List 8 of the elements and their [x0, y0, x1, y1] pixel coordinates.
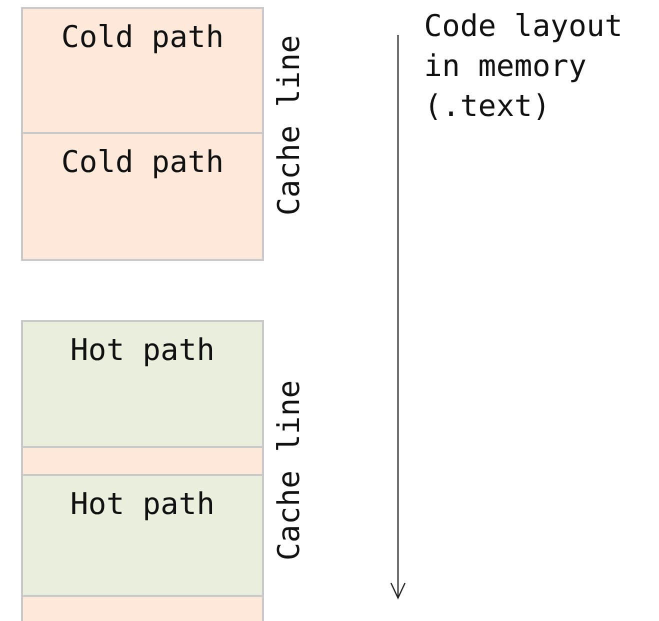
cache-line-label: Cache line	[275, 35, 305, 216]
memory-block: Hot path	[21, 474, 264, 597]
padding-block	[21, 446, 264, 476]
axis-caption: Code layout in memory (.text)	[424, 8, 624, 126]
memory-block: Cold path	[21, 7, 264, 134]
memory-block: Hot path	[21, 320, 264, 448]
cache-line-label: Cache line	[275, 380, 305, 561]
memory-block: Cold path	[21, 132, 264, 261]
